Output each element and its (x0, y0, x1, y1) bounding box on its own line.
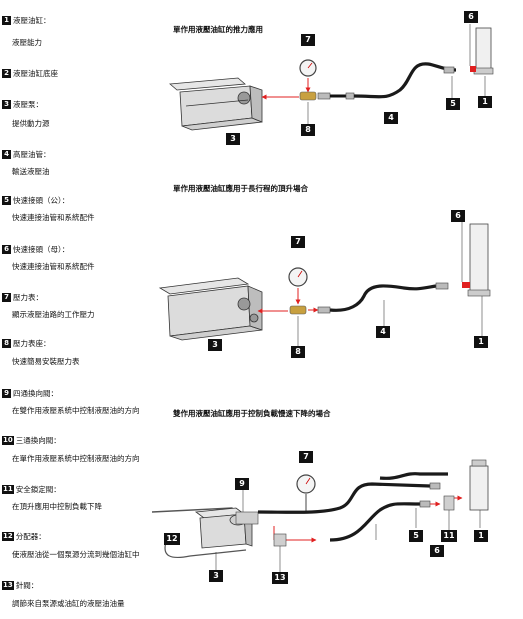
legend-number-badge: 10 (2, 436, 14, 445)
legend-item-desc: 快速簡易安裝壓力表 (12, 357, 80, 366)
callout-6: 6 (451, 210, 465, 222)
diagram-title-3: 雙作用液壓油缸應用于控制負載慢速下降的場合 (173, 409, 331, 418)
cylinder-2 (462, 223, 491, 297)
legend-title-text: 安全鎖定閥： (15, 485, 61, 494)
legend-item-desc: 輸送液壓油 (12, 167, 50, 176)
callout-8: 8 (291, 346, 305, 358)
legend-title-text: 液壓油缸： (13, 16, 51, 25)
callout-5: 5 (446, 98, 460, 110)
legend-title-text: 分配器： (15, 532, 46, 541)
safety-lock-valve (443, 495, 455, 511)
callout-3: 3 (226, 133, 240, 145)
needle-valve (273, 533, 287, 547)
legend-item-desc: 調節來自泵源或油缸的液壓油油量 (12, 599, 125, 608)
diagram-2-art (158, 222, 491, 346)
pressure-gauge-2 (288, 267, 308, 315)
callout-6: 6 (430, 545, 444, 557)
callout-1: 1 (474, 530, 488, 542)
pressure-gauge-1 (299, 59, 317, 101)
callout-9: 9 (235, 478, 249, 490)
callout-8: 8 (301, 124, 315, 136)
legend-title-text: 壓力表： (13, 293, 43, 302)
legend-number-badge: 4 (2, 150, 11, 159)
callout-7: 7 (299, 451, 313, 463)
hand-pump-1 (169, 77, 263, 131)
callout-12: 12 (164, 533, 180, 545)
cylinder-1 (470, 27, 494, 75)
callout-11: 11 (441, 530, 457, 542)
legend-number-badge: 5 (2, 196, 11, 205)
callout-4: 4 (384, 112, 398, 124)
hose-2 (329, 284, 437, 312)
callout-1: 1 (478, 96, 492, 108)
legend-item-desc: 在頂升應用中控制負載下降 (12, 502, 102, 511)
legend-title-text: 壓力表座： (13, 339, 51, 348)
legend-item-desc: 在雙作用液壓系統中控制液壓油的方向 (12, 406, 140, 415)
legend-number-badge: 8 (2, 339, 11, 348)
legend-number-badge: 2 (2, 69, 11, 78)
callout-13: 13 (272, 572, 288, 584)
legend-number-badge: 6 (2, 245, 11, 254)
legend-item-desc: 在單作用液壓系統中控制液壓油的方向 (12, 454, 140, 463)
cylinder-3 (469, 459, 489, 511)
legend-title-text: 快速接頭（母）： (13, 245, 70, 254)
hose-3b (329, 502, 421, 542)
legend-title-text: 液壓泵： (13, 100, 43, 109)
callout-3: 3 (209, 570, 223, 582)
callout-6: 6 (464, 11, 478, 23)
legend-item-desc: 快速連接油管和系統配件 (12, 262, 95, 271)
legend-number-badge: 13 (2, 581, 14, 590)
legend-number-badge: 7 (2, 293, 11, 302)
legend-number-badge: 11 (2, 485, 14, 494)
diagram-3-art (151, 459, 489, 572)
legend-number-badge: 1 (2, 16, 11, 25)
hand-pump-2 (158, 277, 263, 341)
callout-4: 4 (376, 326, 390, 338)
legend-number-badge: 3 (2, 100, 11, 109)
callout-3: 3 (208, 339, 222, 351)
legend-number-badge: 12 (2, 532, 14, 541)
callout-1: 1 (474, 336, 488, 348)
callout-7: 7 (301, 34, 315, 46)
legend-item-desc: 快速連接油管和系統配件 (12, 213, 95, 222)
legend-title-text: 三通換向閥： (15, 436, 61, 445)
diagram-1-art (169, 24, 494, 131)
legend-title-text: 四通換向閥： (13, 389, 58, 398)
callout-7: 7 (291, 236, 305, 248)
legend-item-desc: 使液壓油從一個泵源分流到幾個油缸中 (12, 550, 140, 559)
legend-item-desc: 顯示液壓油路的工作壓力 (12, 310, 95, 319)
callout-5: 5 (409, 530, 423, 542)
four-way-valve (235, 511, 259, 525)
legend-title-text: 針閥： (15, 581, 39, 590)
hose-3a (257, 482, 431, 514)
diagram-title-2: 單作用液壓油缸應用于長行程的頂升場合 (173, 184, 308, 193)
legend-title-text: 液壓油缸底座 (13, 69, 58, 78)
legend-item-desc: 液壓能力 (12, 38, 42, 47)
legend-title-text: 高壓油管： (13, 150, 51, 159)
hose-3c (379, 472, 448, 480)
legend-title-text: 快速接頭（公）： (13, 196, 70, 205)
legend-number-badge: 9 (2, 389, 11, 398)
pressure-gauge-3 (296, 474, 316, 512)
hose-1 (353, 62, 457, 99)
legend-item-desc: 提供動力源 (12, 119, 50, 128)
diagram-title-1: 單作用液壓油缸的推力應用 (173, 25, 263, 34)
